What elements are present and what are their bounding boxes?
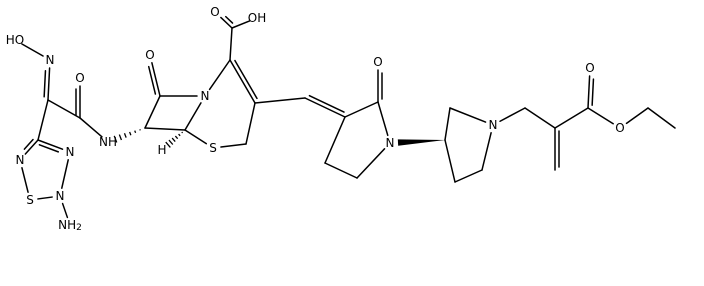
double-bond-line <box>234 59 258 100</box>
hashed-bond-stroke <box>174 135 179 140</box>
single-bond <box>229 27 233 61</box>
single-bond <box>554 107 589 129</box>
hashed-bond-stroke <box>165 141 171 148</box>
single-bond <box>144 95 161 129</box>
single-bond <box>444 139 456 183</box>
single-bond <box>449 107 487 123</box>
atom-label-n-thiadiazole-left: N <box>16 153 25 167</box>
single-bond <box>324 116 346 164</box>
single-bond <box>444 107 451 141</box>
single-bond <box>231 20 251 29</box>
double-bond-line <box>43 70 47 98</box>
atom-label-n-pyrrolidine: N <box>489 118 498 132</box>
atom-label-o-pyrrolidinone: O <box>373 55 382 69</box>
double-bond-line <box>225 15 234 24</box>
atom-label-n-pyrrolidinone: N <box>386 136 395 150</box>
atom-label-s-thiadiazole: S <box>26 193 34 207</box>
bond-layer <box>21 15 676 219</box>
atom-label-nh2: NH2 <box>58 218 82 233</box>
hashed-bond-stroke <box>123 133 127 138</box>
double-bond-line <box>304 97 346 118</box>
single-bond <box>481 132 492 171</box>
single-bond <box>344 101 379 118</box>
atom-label-oh-acid: OH <box>248 11 266 25</box>
single-bond <box>37 196 53 200</box>
single-bond <box>220 143 247 148</box>
hashed-bond-stroke <box>168 139 174 145</box>
single-bond <box>37 99 49 141</box>
double-bond-line <box>24 139 39 155</box>
atom-label-nh-amide: NH <box>99 135 117 149</box>
single-bond <box>47 99 81 119</box>
hashed-bond-stroke <box>181 131 184 134</box>
single-bond <box>61 159 69 189</box>
atom-label-n-thiadiazole-right: N <box>56 189 65 203</box>
single-bond <box>245 102 256 145</box>
single-bond <box>454 169 483 183</box>
single-bond <box>499 107 526 122</box>
single-bond <box>377 101 389 137</box>
double-bond-line <box>151 62 161 97</box>
atom-label-o-lactam: O <box>145 48 154 62</box>
double-bond-line <box>220 16 233 29</box>
single-bond <box>184 129 208 145</box>
single-bond <box>21 167 29 193</box>
single-bond <box>208 59 231 91</box>
single-bond <box>356 148 386 179</box>
hashed-bond-stroke <box>129 131 132 136</box>
double-bond-line <box>47 67 51 101</box>
hashed-bond-stroke <box>178 133 181 137</box>
atom-label-o-ester-carbonyl: O <box>585 61 594 75</box>
hashed-bond-stroke <box>113 135 118 143</box>
double-bond-line <box>587 75 591 109</box>
atom-label-h-stereo: H <box>157 143 166 157</box>
atom-label-oh-oxime: HO <box>6 33 24 47</box>
single-bond <box>625 107 649 125</box>
single-bond <box>587 107 614 125</box>
single-bond <box>647 107 676 129</box>
single-bond <box>184 102 202 131</box>
atom-label-o-amide: O <box>75 71 84 85</box>
atom-label-o-ester: O <box>615 121 624 135</box>
hashed-bond-stroke <box>171 137 176 143</box>
single-bond <box>79 117 103 138</box>
double-bond-line <box>37 139 64 150</box>
atom-label-s-ring: S <box>209 141 217 155</box>
atom-label-n-oxime: N <box>46 53 55 67</box>
atom-label-n-thiadiazole-top: N <box>66 145 75 159</box>
hashed-bond-stroke <box>134 130 137 134</box>
double-bond-line <box>229 59 256 104</box>
single-bond <box>254 97 306 104</box>
atom-label-n-ring: N <box>201 89 210 103</box>
double-bond-line <box>23 138 34 150</box>
single-bond <box>144 127 186 131</box>
single-bond <box>61 202 69 219</box>
single-bond <box>524 107 556 129</box>
hashed-bond-stroke <box>118 134 123 141</box>
atom-label-o-acid: O <box>210 5 219 19</box>
double-bond-line <box>147 65 157 95</box>
double-bond-line <box>591 78 595 106</box>
double-bond-line <box>38 144 60 153</box>
single-bond <box>21 43 44 57</box>
wedge-bond <box>397 139 445 146</box>
single-bond <box>324 162 358 179</box>
double-bond-line <box>308 94 345 113</box>
